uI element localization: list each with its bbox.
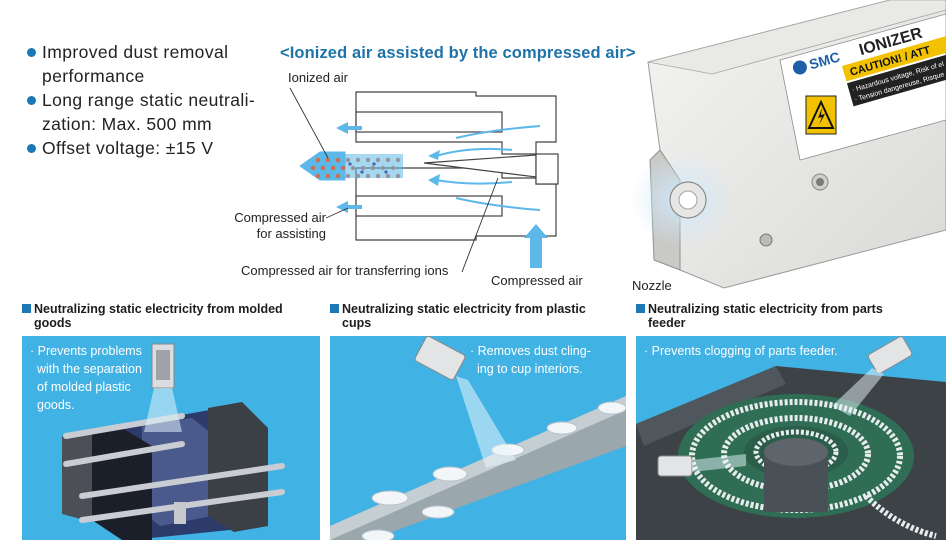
transfer-air-label: Compressed air for transferring ions [241, 263, 449, 278]
square-marker [22, 304, 31, 313]
feature-item: Long range static neutrali- zation: Max.… [26, 88, 266, 136]
parts-feeder-illustration [636, 336, 946, 540]
nozzle-cross-section-diagram [289, 87, 559, 273]
diagram-title: <Ionized air assisted by the compressed … [280, 44, 636, 62]
feature-item: Offset voltage: ±15 V [26, 136, 266, 160]
ionizer-device-image: SMC IONIZER CAUTION! / ATT · Hazardous v… [630, 0, 946, 289]
panel-plastic-cups: · Removes dust cling- ing to cup interio… [330, 336, 626, 540]
panel-molded-goods: · Prevents problems with the separation … [22, 336, 320, 540]
feature-item: Improved dust removal performance [26, 40, 266, 88]
panel-text-molded-goods: · Prevents problems with the separation … [30, 344, 142, 412]
compressed-air-label: Compressed air [491, 273, 583, 288]
panel-parts-feeder: · Prevents clogging of parts feeder. [636, 336, 946, 540]
square-marker [636, 304, 645, 313]
square-marker [330, 304, 339, 313]
panel-text-plastic-cups: · Removes dust cling- ing to cup interio… [470, 344, 591, 376]
panel-title-plastic-cups: Neutralizing static electricity from pla… [330, 302, 630, 330]
hazard-warning-icon [805, 95, 837, 135]
plastic-cups-illustration [330, 336, 626, 540]
panel-text-parts-feeder: · Prevents clogging of parts feeder. [644, 344, 838, 358]
feature-list: Improved dust removal performance Long r… [26, 40, 266, 160]
molded-goods-illustration [62, 343, 285, 540]
panel-title-parts-feeder: Neutralizing static electricity from par… [636, 302, 936, 330]
ionized-air-label: Ionized air [288, 70, 348, 85]
nozzle-label: Nozzle [632, 278, 672, 293]
panel-title-molded-goods: Neutralizing static electricity from mol… [22, 302, 322, 330]
compressed-air-assist-label: Compressed air for assisting [234, 210, 326, 241]
